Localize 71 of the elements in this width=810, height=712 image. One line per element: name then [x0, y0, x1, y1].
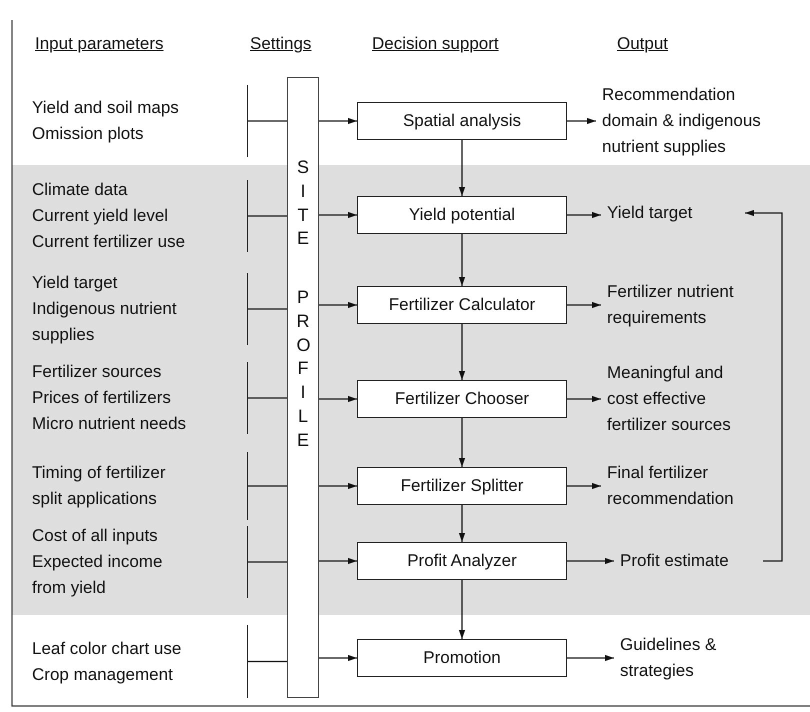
- item-text: Current yield level: [32, 205, 170, 227]
- arrow: [319, 654, 357, 662]
- arrow: [567, 302, 601, 308]
- process-box: Promotion: [357, 639, 567, 677]
- column-heading: Decision support: [372, 34, 499, 54]
- item-text: Prices of fertilizers: [32, 387, 172, 409]
- item-text: Crop management: [32, 664, 174, 686]
- item-text: Climate data: [32, 179, 128, 201]
- column-heading: Input parameters: [35, 34, 164, 54]
- connector-line: [248, 120, 287, 122]
- arrow: [567, 482, 601, 490]
- bracket-group: [32, 273, 248, 345]
- item-text: Fertilizer nutrient requirements: [607, 281, 735, 329]
- connector-line: [248, 660, 287, 662]
- arrow: [458, 418, 466, 467]
- arrow: [319, 212, 357, 218]
- item-text: Current fertilizer use: [32, 231, 186, 253]
- arrow: [567, 212, 601, 218]
- arrow: [458, 505, 466, 542]
- item-text: Leaf color chart use: [32, 638, 182, 660]
- process-box: Yield potential: [357, 196, 567, 234]
- connector-line: [248, 308, 287, 310]
- item-text: Profit estimate: [620, 550, 730, 572]
- connector-line: [248, 397, 287, 399]
- vertical-label: PROFILE: [296, 286, 310, 452]
- arrow: [567, 654, 614, 662]
- item-text: Yield and soil maps: [32, 97, 180, 119]
- item-text: Fertilizer sources: [32, 361, 162, 383]
- arrow: [319, 302, 357, 308]
- item-text: Micro nutrient needs: [32, 413, 188, 435]
- item-text: Cost of all inputs: [32, 525, 159, 547]
- arrow: [319, 118, 357, 124]
- item-text: Meaningful and cost effective fertilizer sources: [607, 362, 732, 436]
- bracket-group: [32, 526, 248, 598]
- item-text: Recommendation domain & indigenous nutrient supplies: [602, 84, 762, 158]
- connector-line: [248, 215, 287, 217]
- arrow: [319, 482, 357, 490]
- item-text: Guidelines & strategies: [620, 634, 718, 682]
- process-box: Profit Analyzer: [357, 542, 567, 580]
- bracket-group: [32, 452, 248, 520]
- bracket-group: [32, 85, 248, 157]
- connector-line: [248, 561, 287, 563]
- arrow: [458, 324, 466, 380]
- arrow: [567, 118, 596, 124]
- arrow: [319, 396, 357, 402]
- bracket-group: [32, 625, 248, 698]
- site-profile-bar: [287, 77, 319, 698]
- arrow: [458, 580, 466, 639]
- column-heading: Output: [617, 34, 668, 54]
- bracket-group: [32, 180, 248, 252]
- process-box: Fertilizer Calculator: [357, 286, 567, 324]
- item-text: Expected income from yield: [32, 551, 164, 599]
- process-box: Fertilizer Chooser: [357, 380, 567, 418]
- item-text: Yield target: [607, 202, 694, 224]
- arrow: [567, 558, 614, 564]
- process-box: Spatial analysis: [357, 102, 567, 140]
- item-text: Final fertilizer recommendation: [607, 462, 735, 510]
- connector-line: [248, 485, 287, 487]
- arrow: [319, 558, 357, 564]
- process-box: Fertilizer Splitter: [357, 467, 567, 505]
- item-text: Yield target: [32, 272, 118, 294]
- column-heading: Settings: [250, 34, 312, 54]
- vertical-label: SITE: [296, 156, 310, 250]
- arrow: [458, 140, 466, 196]
- arrow: [745, 210, 783, 562]
- arrow: [567, 396, 601, 402]
- bracket-group: [32, 362, 248, 434]
- item-text: Timing of fertilizer split applications: [32, 462, 167, 510]
- item-text: Indigenous nutrient supplies: [32, 298, 178, 346]
- item-text: Omission plots: [32, 123, 144, 145]
- arrow: [458, 234, 466, 286]
